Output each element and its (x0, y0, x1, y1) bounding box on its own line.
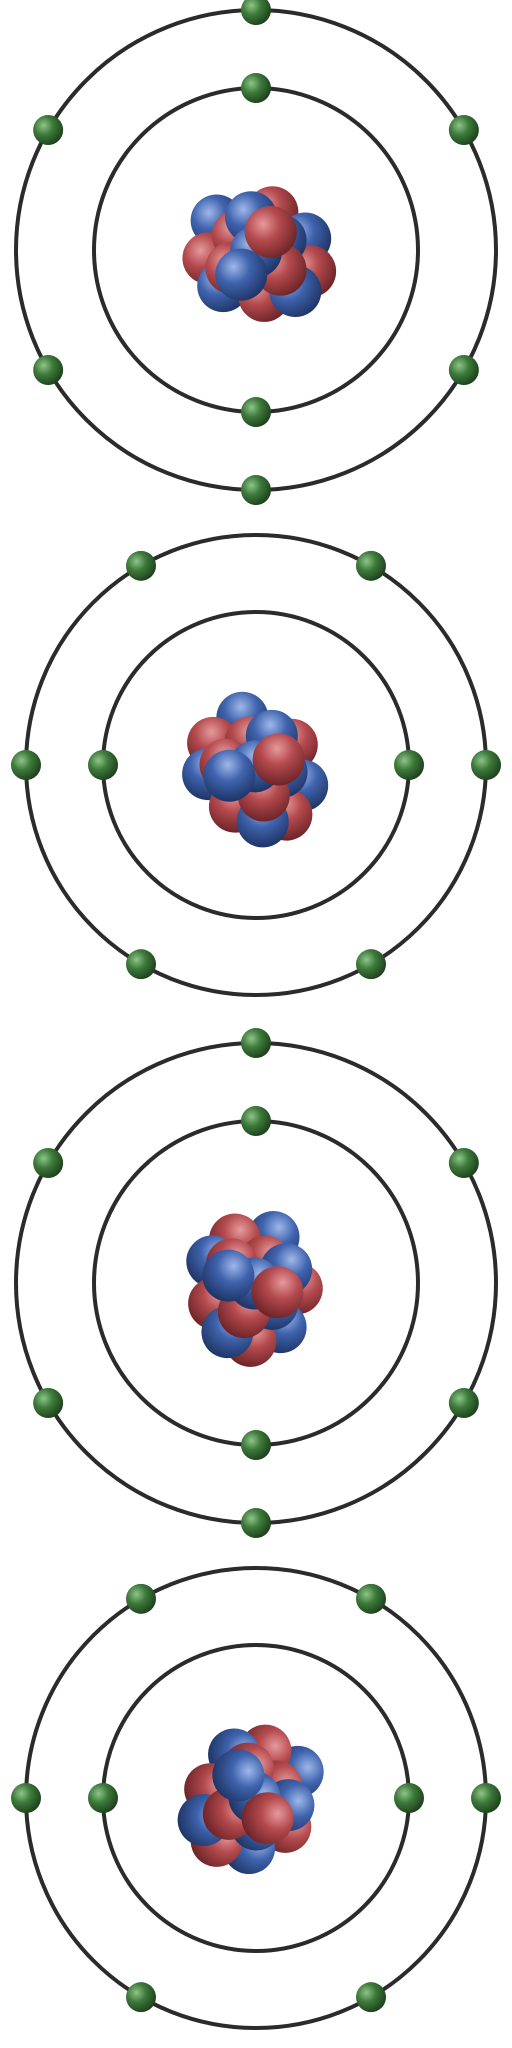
outer-electron (126, 550, 156, 581)
inner-electron (394, 750, 424, 780)
inner-electron (241, 397, 271, 427)
outer-electron (471, 1783, 501, 1813)
outer-electron (356, 949, 386, 980)
inner-electron (241, 1430, 271, 1460)
atom-1 (14, 0, 498, 505)
inner-electron (241, 1106, 271, 1136)
outer-electron (448, 115, 479, 145)
proton (244, 205, 297, 258)
outer-electron (448, 1388, 479, 1418)
outer-electron (241, 1028, 271, 1058)
outer-electron (126, 1583, 156, 1614)
outer-electron (126, 949, 156, 980)
neutron (202, 1249, 255, 1302)
outer-electron (471, 750, 501, 780)
outer-electron (356, 1583, 386, 1614)
outer-electron (448, 1148, 479, 1178)
proton (252, 733, 305, 786)
outer-electron (241, 1508, 271, 1538)
proton (241, 1792, 294, 1845)
nucleus (186, 1211, 323, 1367)
nucleus (182, 691, 329, 848)
inner-electron (88, 1783, 118, 1813)
outer-electron (448, 355, 479, 385)
outer-electron (241, 475, 271, 505)
nucleus (182, 186, 337, 322)
outer-electron (33, 1388, 64, 1418)
outer-electron (241, 0, 271, 25)
atom-3 (14, 1028, 498, 1538)
outer-electron (11, 1783, 41, 1813)
outer-electron (356, 1982, 386, 2013)
outer-electron (33, 1148, 64, 1178)
proton (251, 1266, 304, 1319)
nucleus (177, 1724, 324, 1875)
outer-electron (356, 550, 386, 581)
atom-4 (11, 1566, 501, 2030)
inner-electron (88, 750, 118, 780)
neutron (203, 749, 256, 802)
neutron (215, 248, 268, 301)
atom-2 (11, 533, 501, 997)
inner-electron (394, 1783, 424, 1813)
inner-electron (241, 73, 271, 103)
outer-electron (11, 750, 41, 780)
outer-electron (33, 355, 64, 385)
outer-electron (126, 1982, 156, 2013)
outer-electron (33, 115, 64, 145)
neutron (212, 1749, 265, 1802)
